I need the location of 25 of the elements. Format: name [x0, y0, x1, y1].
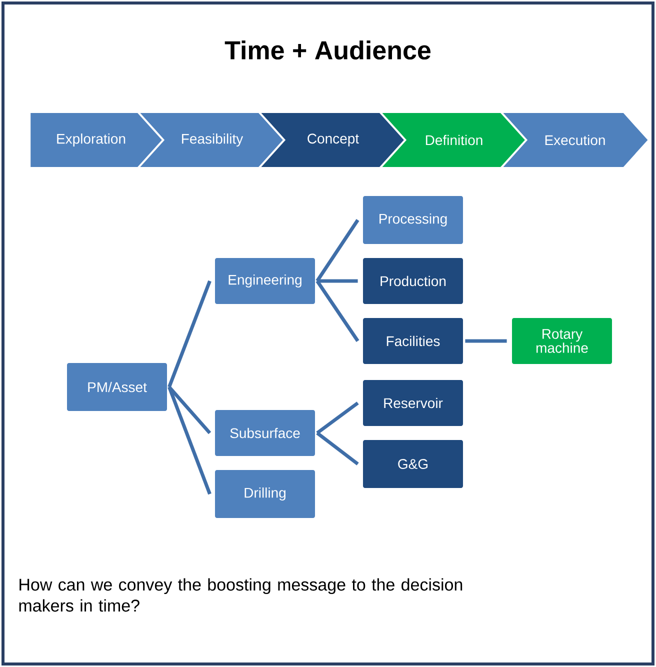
- stage-banner: Definition: [378, 111, 530, 169]
- process-box: Rotary machine: [512, 318, 612, 364]
- connector-line: [316, 219, 360, 282]
- connector-line: [316, 432, 359, 466]
- process-box: G&G: [363, 440, 463, 488]
- process-box: Production: [363, 258, 463, 304]
- title: Time + Audience: [224, 40, 431, 60]
- stage-banner: Execution: [498, 111, 650, 169]
- question-text: How can we convey the boosting message to the decision makers in time?: [19, 578, 462, 612]
- process-box: Processing: [363, 196, 463, 244]
- process-box: Engineering: [215, 258, 315, 304]
- connector-line: [316, 280, 360, 342]
- process-box: Reservoir: [363, 380, 463, 426]
- connector-line: [168, 386, 212, 495]
- process-box: Drilling: [215, 470, 315, 518]
- stage-banner: Concept: [256, 111, 408, 169]
- connector-line: [168, 280, 212, 388]
- connector-line: [465, 339, 507, 343]
- connector-line: [316, 402, 359, 434]
- process-box: PM/Asset: [67, 363, 167, 411]
- process-box: Facilities: [363, 318, 463, 364]
- connector-line: [317, 279, 358, 283]
- stage-banner: Feasibility: [136, 111, 288, 169]
- connector-line: [168, 386, 212, 434]
- process-box: Subsurface: [215, 410, 315, 456]
